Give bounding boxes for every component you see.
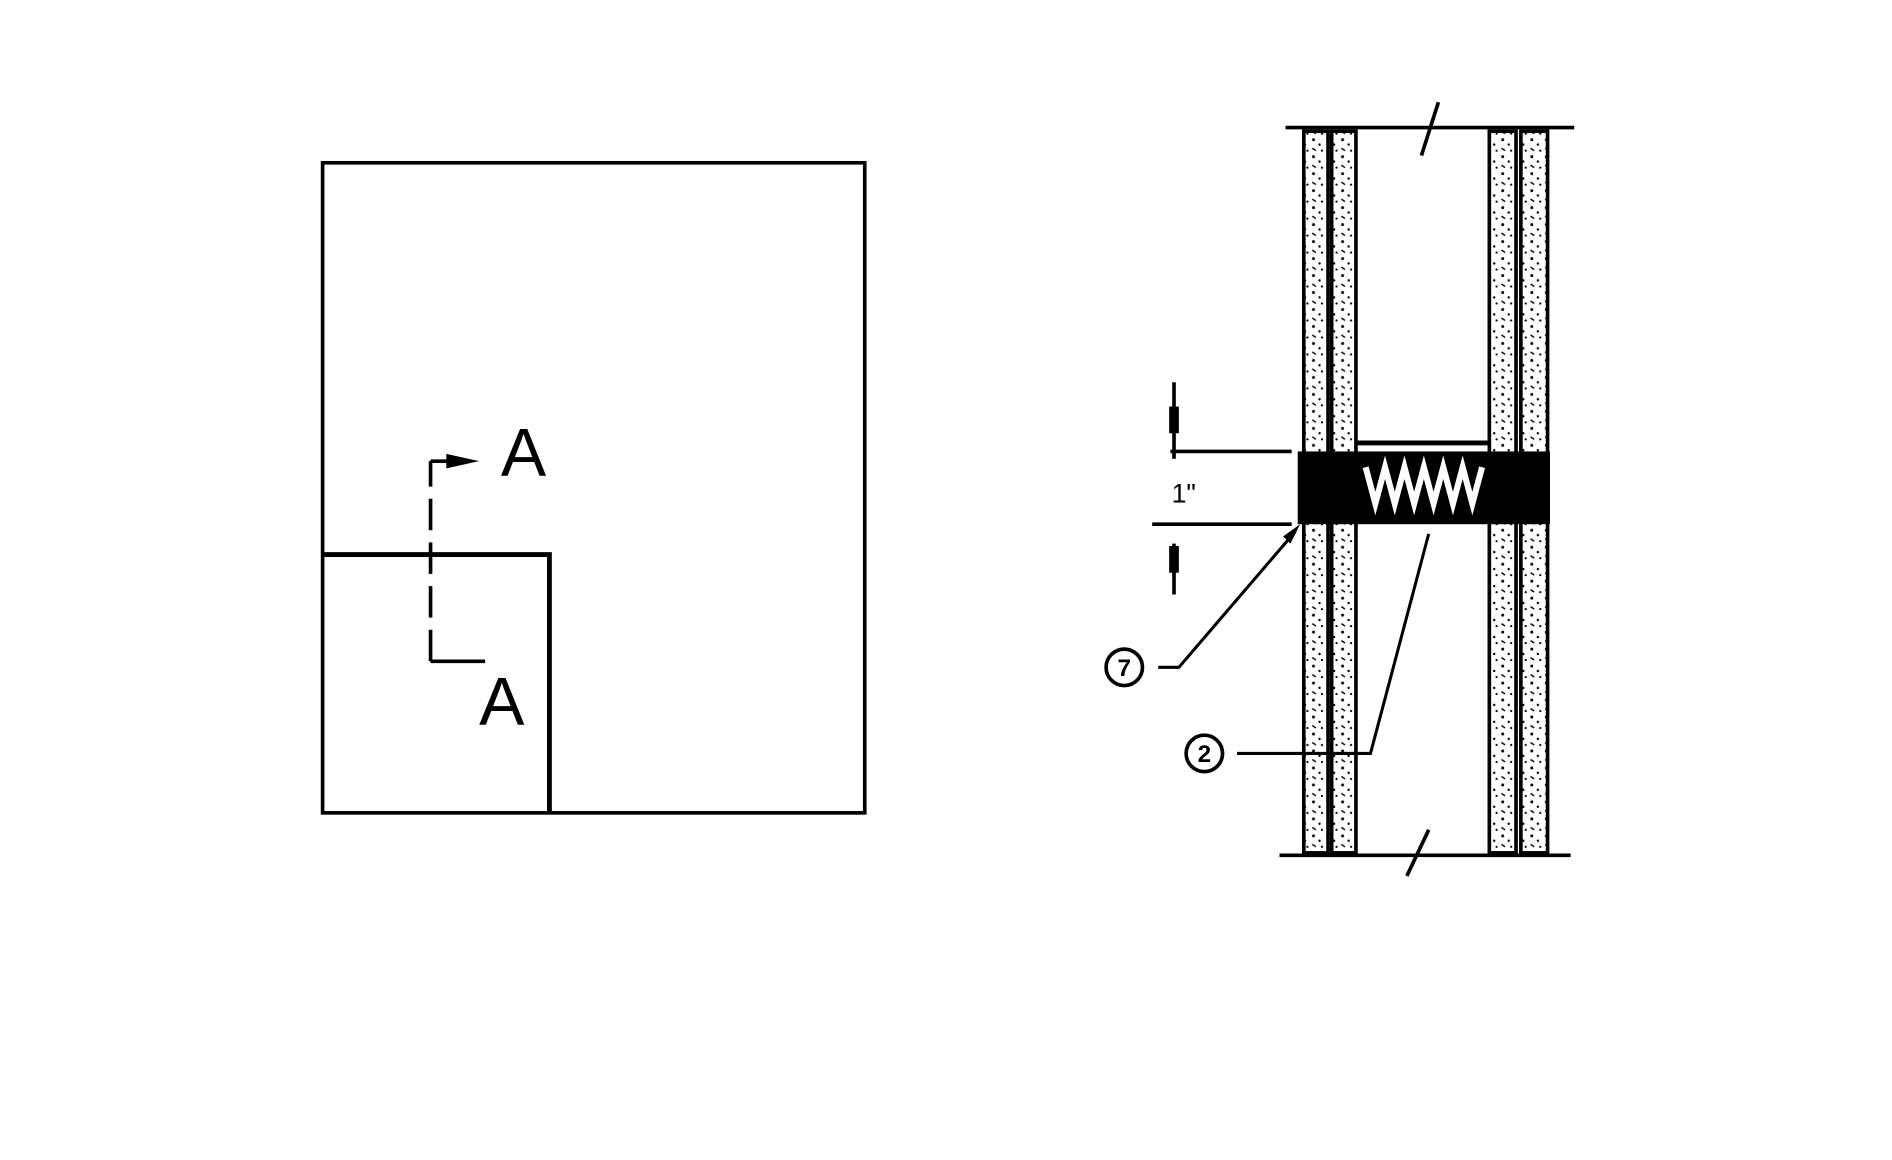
callout-2: 2: [1184, 533, 1431, 774]
top-break-line: [1285, 101, 1575, 157]
dimension-label: 1": [1172, 478, 1196, 508]
leader-arrow-icon: [1283, 524, 1301, 544]
inner-panel-outline: [322, 552, 552, 813]
callout-1: 7: [1104, 524, 1301, 688]
section-marker-bottom: A: [479, 664, 525, 739]
insulation-zigzag: [1362, 455, 1485, 516]
callout-label: 2: [1198, 741, 1212, 768]
bottom-break-line: [1279, 829, 1571, 877]
dimension-1in: 1": [1152, 382, 1292, 595]
plan-view: A A: [320, 160, 867, 815]
callout-label: 7: [1118, 655, 1132, 682]
section-marker-top: A: [501, 416, 547, 491]
section-detail: 1" 7 2: [1104, 101, 1575, 877]
outer-panel-outline: [320, 160, 867, 815]
section-arrow-icon: [446, 453, 480, 469]
